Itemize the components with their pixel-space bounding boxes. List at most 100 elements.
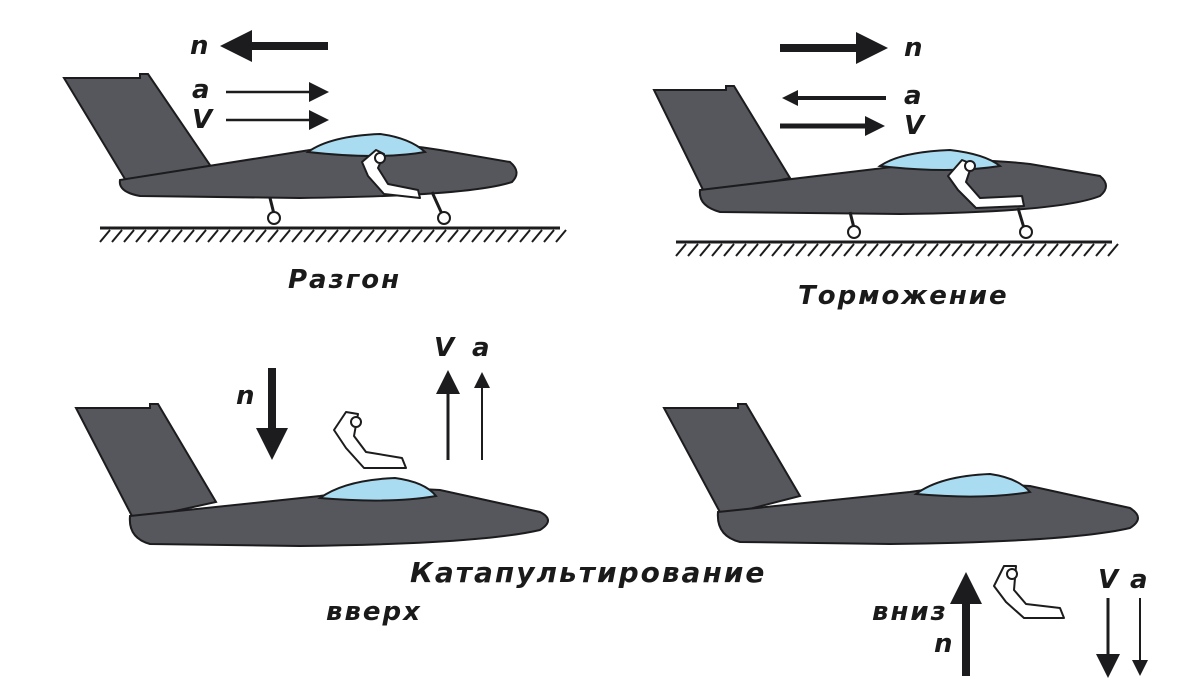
hatch-line: [999, 243, 1011, 257]
hatch-line: [699, 243, 711, 257]
hatch-line: [483, 229, 495, 243]
n-label: n: [190, 31, 209, 61]
ejection-up-panel: n V a вверх: [74, 333, 549, 627]
n-label: n: [236, 381, 255, 411]
ejected-seat: [993, 565, 1065, 619]
ejected-seat: [333, 411, 407, 469]
hatch-line: [363, 229, 375, 243]
hatch-line: [423, 229, 435, 243]
hatch-line: [783, 243, 795, 257]
hatch-line: [459, 229, 471, 243]
hatch-line: [351, 229, 363, 243]
v-label: V: [1098, 565, 1120, 595]
hatch-line: [387, 229, 399, 243]
hatch-line: [1071, 243, 1083, 257]
hatch-line: [135, 229, 147, 243]
hatch-line: [375, 229, 387, 243]
ejection-down-subcaption: вниз: [872, 597, 948, 627]
hatch-line: [747, 243, 759, 257]
ground-hatch: [675, 240, 1119, 257]
force-vectors: [256, 368, 490, 460]
hatch-line: [795, 243, 807, 257]
hatch-line: [1059, 243, 1071, 257]
n-label: n: [904, 33, 923, 63]
hatch-line: [339, 229, 351, 243]
hatch-line: [771, 243, 783, 257]
hatch-line: [267, 229, 279, 243]
n-label: n: [934, 629, 953, 659]
force-vectors: [950, 572, 1148, 678]
hatch-line: [519, 229, 531, 243]
hatch-line: [543, 229, 555, 243]
hatch-line: [183, 229, 195, 243]
hatch-line: [1011, 243, 1023, 257]
hatch-line: [855, 243, 867, 257]
braking-panel: n a V Торможение: [652, 32, 1119, 311]
hatch-line: [495, 229, 507, 243]
hatch-line: [555, 229, 567, 243]
acceleration-caption: Разгон: [288, 265, 401, 295]
braking-caption: Торможение: [798, 281, 1009, 311]
hatch-line: [867, 243, 879, 257]
hatch-line: [99, 229, 111, 243]
hatch-line: [435, 229, 447, 243]
hatch-line: [1035, 243, 1047, 257]
force-vectors: [780, 32, 888, 136]
hatch-line: [1023, 243, 1035, 257]
hatch-line: [111, 229, 123, 243]
hatch-line: [939, 243, 951, 257]
hatch-line: [807, 243, 819, 257]
aircraft: [62, 73, 518, 225]
hatch-line: [1083, 243, 1095, 257]
hatch-line: [987, 243, 999, 257]
hatch-line: [207, 229, 219, 243]
aircraft: [652, 85, 1107, 239]
hatch-line: [927, 243, 939, 257]
hatch-line: [1047, 243, 1059, 257]
hatch-line: [171, 229, 183, 243]
hatch-line: [531, 229, 543, 243]
hatch-line: [219, 229, 231, 243]
hatch-line: [843, 243, 855, 257]
a-label: a: [472, 333, 490, 363]
hatch-line: [723, 243, 735, 257]
hatch-line: [687, 243, 699, 257]
hatch-line: [195, 229, 207, 243]
aircraft: [74, 403, 549, 548]
hatch-line: [759, 243, 771, 257]
ejection-down-panel: n V a вниз: [662, 403, 1148, 678]
hatch-line: [303, 229, 315, 243]
hatch-line: [915, 243, 927, 257]
hatch-line: [711, 243, 723, 257]
a-label: a: [1130, 565, 1148, 595]
hatch-line: [1095, 243, 1107, 257]
hatch-line: [951, 243, 963, 257]
force-vectors: [220, 30, 329, 130]
hatch-line: [507, 229, 519, 243]
aircraft: [662, 403, 1139, 546]
hatch-line: [831, 243, 843, 257]
hatch-line: [963, 243, 975, 257]
hatch-line: [891, 243, 903, 257]
hatch-line: [675, 243, 687, 257]
hatch-line: [159, 229, 171, 243]
ground-hatch: [99, 226, 567, 243]
a-label: a: [192, 75, 210, 105]
v-label: V: [192, 105, 214, 135]
v-label: V: [434, 333, 456, 363]
hatch-line: [903, 243, 915, 257]
hatch-line: [879, 243, 891, 257]
hatch-line: [411, 229, 423, 243]
hatch-line: [315, 229, 327, 243]
hatch-line: [819, 243, 831, 257]
hatch-line: [255, 229, 267, 243]
hatch-line: [243, 229, 255, 243]
hatch-line: [735, 243, 747, 257]
hatch-line: [471, 229, 483, 243]
v-label: V: [904, 111, 926, 141]
hatch-line: [399, 229, 411, 243]
hatch-line: [975, 243, 987, 257]
hatch-line: [279, 229, 291, 243]
hatch-line: [147, 229, 159, 243]
